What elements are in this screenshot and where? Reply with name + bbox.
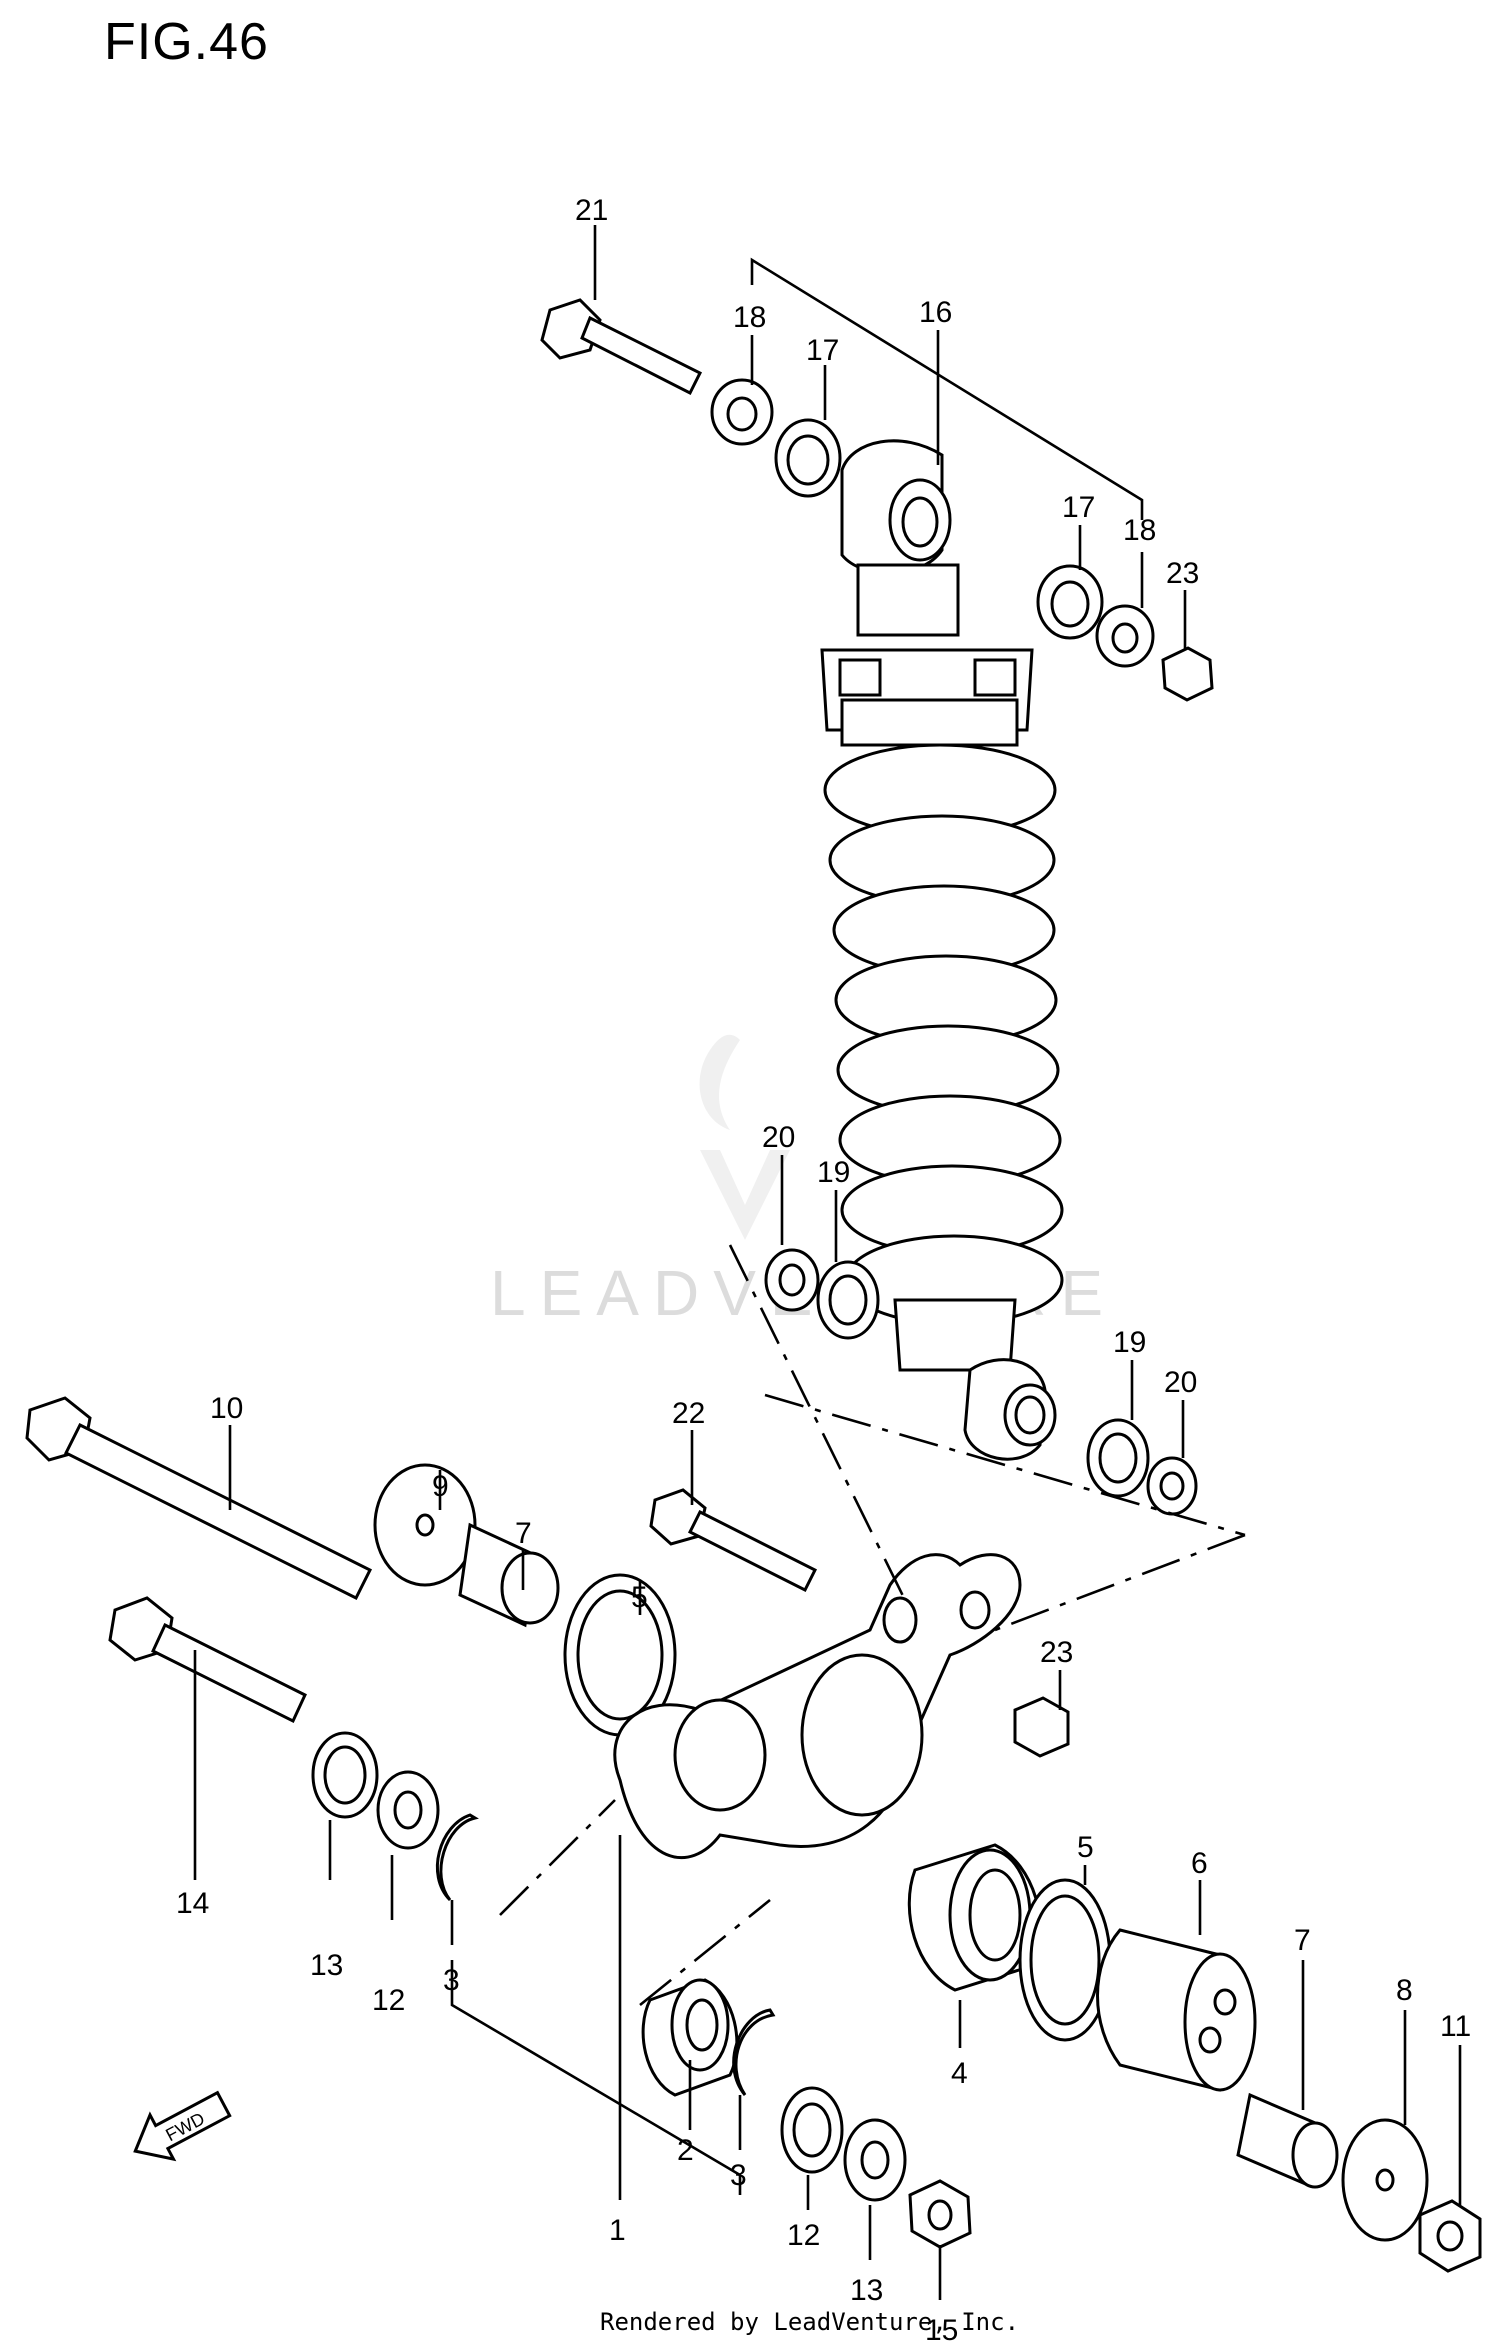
seal-17-right bbox=[1036, 564, 1104, 640]
seal-17-top bbox=[774, 418, 842, 498]
collar-7-upper bbox=[458, 1522, 560, 1628]
callout-19: 19 bbox=[817, 1156, 850, 1189]
callout-7: 7 bbox=[515, 1517, 532, 1550]
callout-4: 4 bbox=[951, 2057, 968, 2090]
fwd-direction-arrow: FWD bbox=[133, 2090, 232, 2162]
callout-3: 3 bbox=[730, 2159, 747, 2192]
washer-20-right bbox=[1146, 1456, 1198, 1516]
washer-13-lower bbox=[843, 2118, 907, 2202]
circlip-3-left bbox=[435, 1813, 479, 1902]
bolt-21 bbox=[540, 298, 703, 396]
callout-7: 7 bbox=[1294, 1924, 1311, 1957]
washer-8 bbox=[1341, 2118, 1429, 2242]
callout-16: 16 bbox=[919, 296, 952, 329]
washer-20-left bbox=[764, 1248, 820, 1312]
cushion-lever-1 bbox=[613, 1553, 1022, 1860]
callout-22: 22 bbox=[672, 1397, 705, 1430]
shock-absorber-16 bbox=[820, 439, 1064, 1461]
callout-10: 10 bbox=[210, 1392, 243, 1425]
leader-lines bbox=[193, 225, 1462, 2300]
callout-13: 13 bbox=[850, 2274, 883, 2307]
callout-23: 23 bbox=[1166, 557, 1199, 590]
seal-19-right bbox=[1086, 1418, 1150, 1498]
callout-labels: 21 18 17 16 17 18 23 20 19 19 20 10 22 9… bbox=[176, 194, 1471, 2346]
callout-3: 3 bbox=[443, 1964, 460, 1997]
seal-19-left bbox=[816, 1260, 880, 1340]
washer-18-right bbox=[1095, 604, 1155, 668]
watermark-logo bbox=[699, 1034, 790, 1240]
washer-9 bbox=[373, 1463, 477, 1587]
callout-12: 12 bbox=[372, 1984, 405, 2017]
circlip-3-lower bbox=[732, 2008, 776, 2096]
callout-18: 18 bbox=[733, 301, 766, 334]
bearing-2 bbox=[641, 1978, 739, 2097]
callout-11: 11 bbox=[1440, 2010, 1471, 2043]
seal-5-lower bbox=[1018, 1878, 1112, 2042]
spacer-6 bbox=[1096, 1928, 1257, 2092]
callout-8: 8 bbox=[1396, 1974, 1413, 2007]
bearing-4 bbox=[907, 1843, 1043, 1992]
figure-title: FIG.46 bbox=[104, 13, 269, 71]
callout-15: 15 bbox=[925, 2314, 958, 2346]
bolt-22 bbox=[649, 1488, 818, 1593]
bolt-10 bbox=[25, 1396, 373, 1601]
callout-14: 14 bbox=[176, 1887, 209, 1920]
callout-18: 18 bbox=[1123, 514, 1156, 547]
nut-23-top bbox=[1161, 646, 1214, 702]
callout-20: 20 bbox=[762, 1121, 795, 1154]
callout-23: 23 bbox=[1040, 1636, 1073, 1669]
callout-1: 1 bbox=[609, 2214, 626, 2247]
callout-2: 2 bbox=[677, 2134, 694, 2167]
nut-11 bbox=[1418, 2199, 1482, 2273]
washer-12-left bbox=[376, 1770, 440, 1850]
callout-20: 20 bbox=[1164, 1366, 1197, 1399]
footer-credit: Rendered by LeadVenture, Inc. bbox=[600, 2308, 1020, 2336]
callout-12: 12 bbox=[787, 2219, 820, 2252]
callout-5: 5 bbox=[1077, 1831, 1094, 1864]
nut-23-lower bbox=[1013, 1696, 1070, 1758]
callout-17: 17 bbox=[1062, 491, 1095, 524]
nut-15 bbox=[908, 2179, 972, 2249]
callout-6: 6 bbox=[1191, 1847, 1208, 1880]
callout-9: 9 bbox=[432, 1470, 449, 1503]
washer-18-top bbox=[710, 378, 774, 446]
callout-13: 13 bbox=[310, 1949, 343, 1982]
bolt-14 bbox=[108, 1596, 307, 1724]
callout-19: 19 bbox=[1113, 1326, 1146, 1359]
collar-7-lower bbox=[1236, 2092, 1339, 2189]
callout-21: 21 bbox=[575, 194, 608, 227]
callout-17: 17 bbox=[806, 334, 839, 367]
seal-13-left bbox=[311, 1731, 379, 1819]
seal-12-lower bbox=[780, 2086, 844, 2174]
callout-5: 5 bbox=[631, 1581, 648, 1614]
